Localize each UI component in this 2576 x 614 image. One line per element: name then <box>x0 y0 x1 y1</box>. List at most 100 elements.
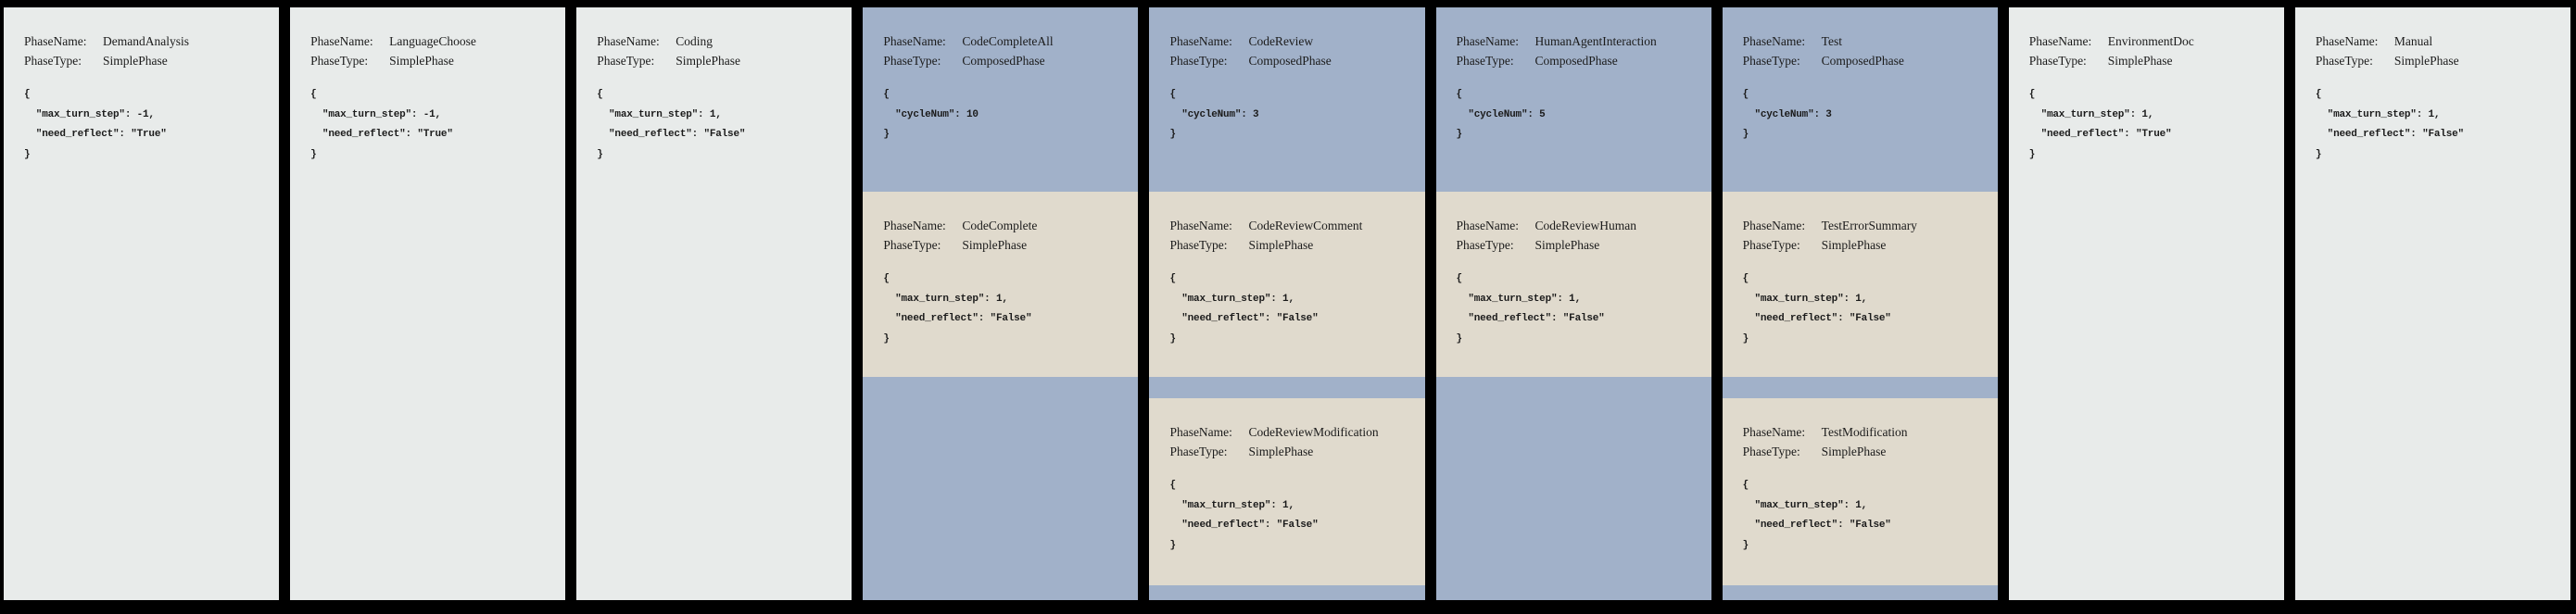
phase-config-json: { "max_turn_step": 1, "need_reflect": "T… <box>2028 89 2172 160</box>
phase-type-row: PhaseType: ComposedPhase <box>1743 51 1985 70</box>
phase-name-row: PhaseName: TestModification <box>1743 422 1985 442</box>
phase-info: PhaseName: DemandAnalysis PhaseType: Sim… <box>4 7 279 165</box>
phase-card-language-choose: PhaseName: LanguageChoose PhaseType: Sim… <box>290 7 566 600</box>
phase-type-value: SimplePhase <box>1821 445 1887 458</box>
phase-name-value: EnvironmentDoc <box>2107 34 2194 48</box>
phase-name-label: PhaseName: <box>1742 219 1806 232</box>
phase-name-row: PhaseName: CodeReviewModification <box>1169 422 1411 442</box>
phase-info: PhaseName: Coding PhaseType: SimplePhase… <box>576 7 852 165</box>
phase-type-label: PhaseType: <box>1169 238 1228 252</box>
phase-name-value: LanguageChoose <box>389 34 476 48</box>
phase-type-value: ComposedPhase <box>1821 54 1904 68</box>
phase-card-code-review: PhaseName: CodeReview PhaseType: Compose… <box>1149 7 1425 600</box>
phase-name-label: PhaseName: <box>1169 34 1232 48</box>
phase-info: PhaseName: CodeComplete PhaseType: Simpl… <box>863 192 1138 349</box>
phase-name-row: PhaseName: CodeReviewHuman <box>1457 216 1698 235</box>
phase-info: PhaseName: HumanAgentInteraction PhaseTy… <box>1436 7 1711 192</box>
phase-type-value: SimplePhase <box>1534 238 1600 252</box>
phase-config-json: { "max_turn_step": 1, "need_reflect": "F… <box>2315 89 2464 160</box>
phase-type-label: PhaseType: <box>310 54 369 68</box>
phase-config-json: { "cycleNum": 3 } <box>1169 89 1259 140</box>
phase-type-row: PhaseType: SimplePhase <box>1457 235 1698 255</box>
composed-phase-divider <box>1149 377 1424 398</box>
sub-phase-card-code-review-comment: PhaseName: CodeReviewComment PhaseType: … <box>1149 192 1425 377</box>
phase-type-row: PhaseType: SimplePhase <box>310 51 552 70</box>
phase-name-row: PhaseName: Manual <box>2316 31 2557 51</box>
phase-config-json: { "cycleNum": 5 } <box>1456 89 1546 140</box>
phase-type-label: PhaseType: <box>1456 54 1514 68</box>
phase-name-value: Test <box>1821 34 1842 48</box>
phase-name-value: CodeReviewHuman <box>1534 219 1637 232</box>
phase-name-row: PhaseName: CodeComplete <box>883 216 1125 235</box>
phase-name-label: PhaseName: <box>310 34 373 48</box>
phase-card-test: PhaseName: Test PhaseType: ComposedPhase… <box>1722 7 1998 600</box>
phase-config-json: { "max_turn_step": 1, "need_reflect": "F… <box>597 89 746 160</box>
phase-name-value: CodeReviewModification <box>1248 425 1379 439</box>
phase-name-label: PhaseName: <box>2315 34 2379 48</box>
phase-name-row: PhaseName: CodeReviewComment <box>1169 216 1411 235</box>
phase-name-row: PhaseName: TestErrorSummary <box>1743 216 1985 235</box>
phase-name-value: CodeCompleteAll <box>962 34 1054 48</box>
phase-name-label: PhaseName: <box>883 219 946 232</box>
phase-name-value: CodeReviewComment <box>1248 219 1363 232</box>
phase-info: PhaseName: TestErrorSummary PhaseType: S… <box>1723 192 1998 349</box>
phase-type-value: SimplePhase <box>1821 238 1887 252</box>
phase-type-value: SimplePhase <box>103 54 168 68</box>
phase-name-label: PhaseName: <box>1742 425 1806 439</box>
phase-name-row: PhaseName: LanguageChoose <box>310 31 552 51</box>
phase-type-row: PhaseType: ComposedPhase <box>883 51 1125 70</box>
phase-info: PhaseName: Test PhaseType: ComposedPhase… <box>1723 7 1998 192</box>
sub-phase-card-test-error-summary: PhaseName: TestErrorSummary PhaseType: S… <box>1722 192 1998 377</box>
phase-type-row: PhaseType: SimplePhase <box>1743 235 1985 255</box>
composed-phase-divider <box>1723 377 1998 398</box>
phase-name-label: PhaseName: <box>1456 34 1520 48</box>
phase-info: PhaseName: CodeReview PhaseType: Compose… <box>1149 7 1424 192</box>
phase-info: PhaseName: CodeReviewModification PhaseT… <box>1149 398 1424 556</box>
phase-type-row: PhaseType: SimplePhase <box>1169 442 1411 461</box>
phase-name-label: PhaseName: <box>1742 34 1806 48</box>
phase-info: PhaseName: CodeCompleteAll PhaseType: Co… <box>863 7 1138 192</box>
phase-name-label: PhaseName: <box>1169 425 1232 439</box>
phase-name-value: CodeReview <box>1248 34 1314 48</box>
phase-type-row: PhaseType: SimplePhase <box>24 51 266 70</box>
phase-name-label: PhaseName: <box>883 34 946 48</box>
phase-card-environment-doc: PhaseName: EnvironmentDoc PhaseType: Sim… <box>2008 7 2284 600</box>
phase-name-value: DemandAnalysis <box>103 34 189 48</box>
phase-card-demand-analysis: PhaseName: DemandAnalysis PhaseType: Sim… <box>4 7 280 600</box>
phase-name-value: HumanAgentInteraction <box>1534 34 1657 48</box>
phase-type-value: SimplePhase <box>962 238 1028 252</box>
phase-type-row: PhaseType: SimplePhase <box>2316 51 2557 70</box>
phase-config-json: { "max_turn_step": 1, "need_reflect": "F… <box>883 273 1032 345</box>
phase-info: PhaseName: CodeReviewComment PhaseType: … <box>1149 192 1424 349</box>
phase-type-label: PhaseType: <box>1742 445 1800 458</box>
phase-config-json: { "max_turn_step": 1, "need_reflect": "F… <box>1169 273 1319 345</box>
phase-config-json: { "max_turn_step": 1, "need_reflect": "F… <box>1169 480 1319 551</box>
phase-type-row: PhaseType: SimplePhase <box>1743 442 1985 461</box>
phase-type-label: PhaseType: <box>883 238 941 252</box>
phase-name-value: TestModification <box>1821 425 1908 439</box>
phase-name-row: PhaseName: Coding <box>597 31 839 51</box>
sub-phase-card-code-complete: PhaseName: CodeComplete PhaseType: Simpl… <box>863 192 1139 377</box>
phase-info: PhaseName: LanguageChoose PhaseType: Sim… <box>290 7 565 165</box>
phase-type-label: PhaseType: <box>597 54 655 68</box>
phase-config-json: { "max_turn_step": 1, "need_reflect": "F… <box>1742 273 1891 345</box>
phase-config-json: { "max_turn_step": -1, "need_reflect": "… <box>310 89 453 160</box>
phase-name-row: PhaseName: CodeCompleteAll <box>883 31 1125 51</box>
phase-name-value: TestErrorSummary <box>1821 219 1917 232</box>
phase-type-value: SimplePhase <box>2107 54 2173 68</box>
phase-name-value: CodeComplete <box>962 219 1038 232</box>
sub-phase-card-code-review-human: PhaseName: CodeReviewHuman PhaseType: Si… <box>1435 192 1711 377</box>
phase-type-value: SimplePhase <box>1248 238 1314 252</box>
phase-card-code-complete-all: PhaseName: CodeCompleteAll PhaseType: Co… <box>863 7 1139 600</box>
phase-name-row: PhaseName: DemandAnalysis <box>24 31 266 51</box>
phase-name-label: PhaseName: <box>597 34 660 48</box>
phase-type-label: PhaseType: <box>24 54 82 68</box>
phase-type-label: PhaseType: <box>2315 54 2373 68</box>
phase-type-value: SimplePhase <box>2393 54 2459 68</box>
phase-type-label: PhaseType: <box>1742 54 1800 68</box>
phase-name-label: PhaseName: <box>24 34 87 48</box>
phase-type-row: PhaseType: ComposedPhase <box>1457 51 1698 70</box>
phase-name-value: Manual <box>2393 34 2433 48</box>
phase-info: PhaseName: TestModification PhaseType: S… <box>1723 398 1998 556</box>
phase-type-row: PhaseType: SimplePhase <box>597 51 839 70</box>
